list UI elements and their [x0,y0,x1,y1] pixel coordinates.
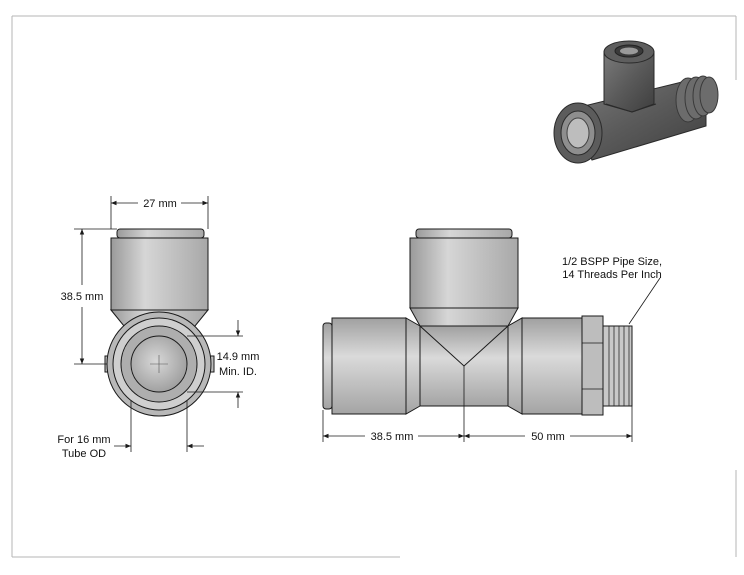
sheet-border [11,15,737,558]
side-height-label: 38.5 mm [61,291,104,303]
isometric-view [553,40,719,164]
min-id-label-line1: 14.9 mm [217,351,260,363]
side-width-label: 27 mm [143,198,177,210]
front-view: 1/2 BSPP Pipe Size, 14 Threads Per Inch … [322,228,662,443]
tube-od-label-line2: Tube OD [62,448,106,460]
min-id-label-line2: Min. ID. [219,366,257,378]
side-view: 27 mm 38.5 mm 14.9 mm Min. ID. For 16 mm… [57,196,259,460]
thread-spec-label-line1: 1/2 BSPP Pipe Size, [562,256,662,268]
left-length-label: 38.5 mm [371,431,414,443]
tube-od-label-line1: For 16 mm [57,434,110,446]
thread-spec-label-line2: 14 Threads Per Inch [562,269,661,281]
right-length-label: 50 mm [531,431,565,443]
